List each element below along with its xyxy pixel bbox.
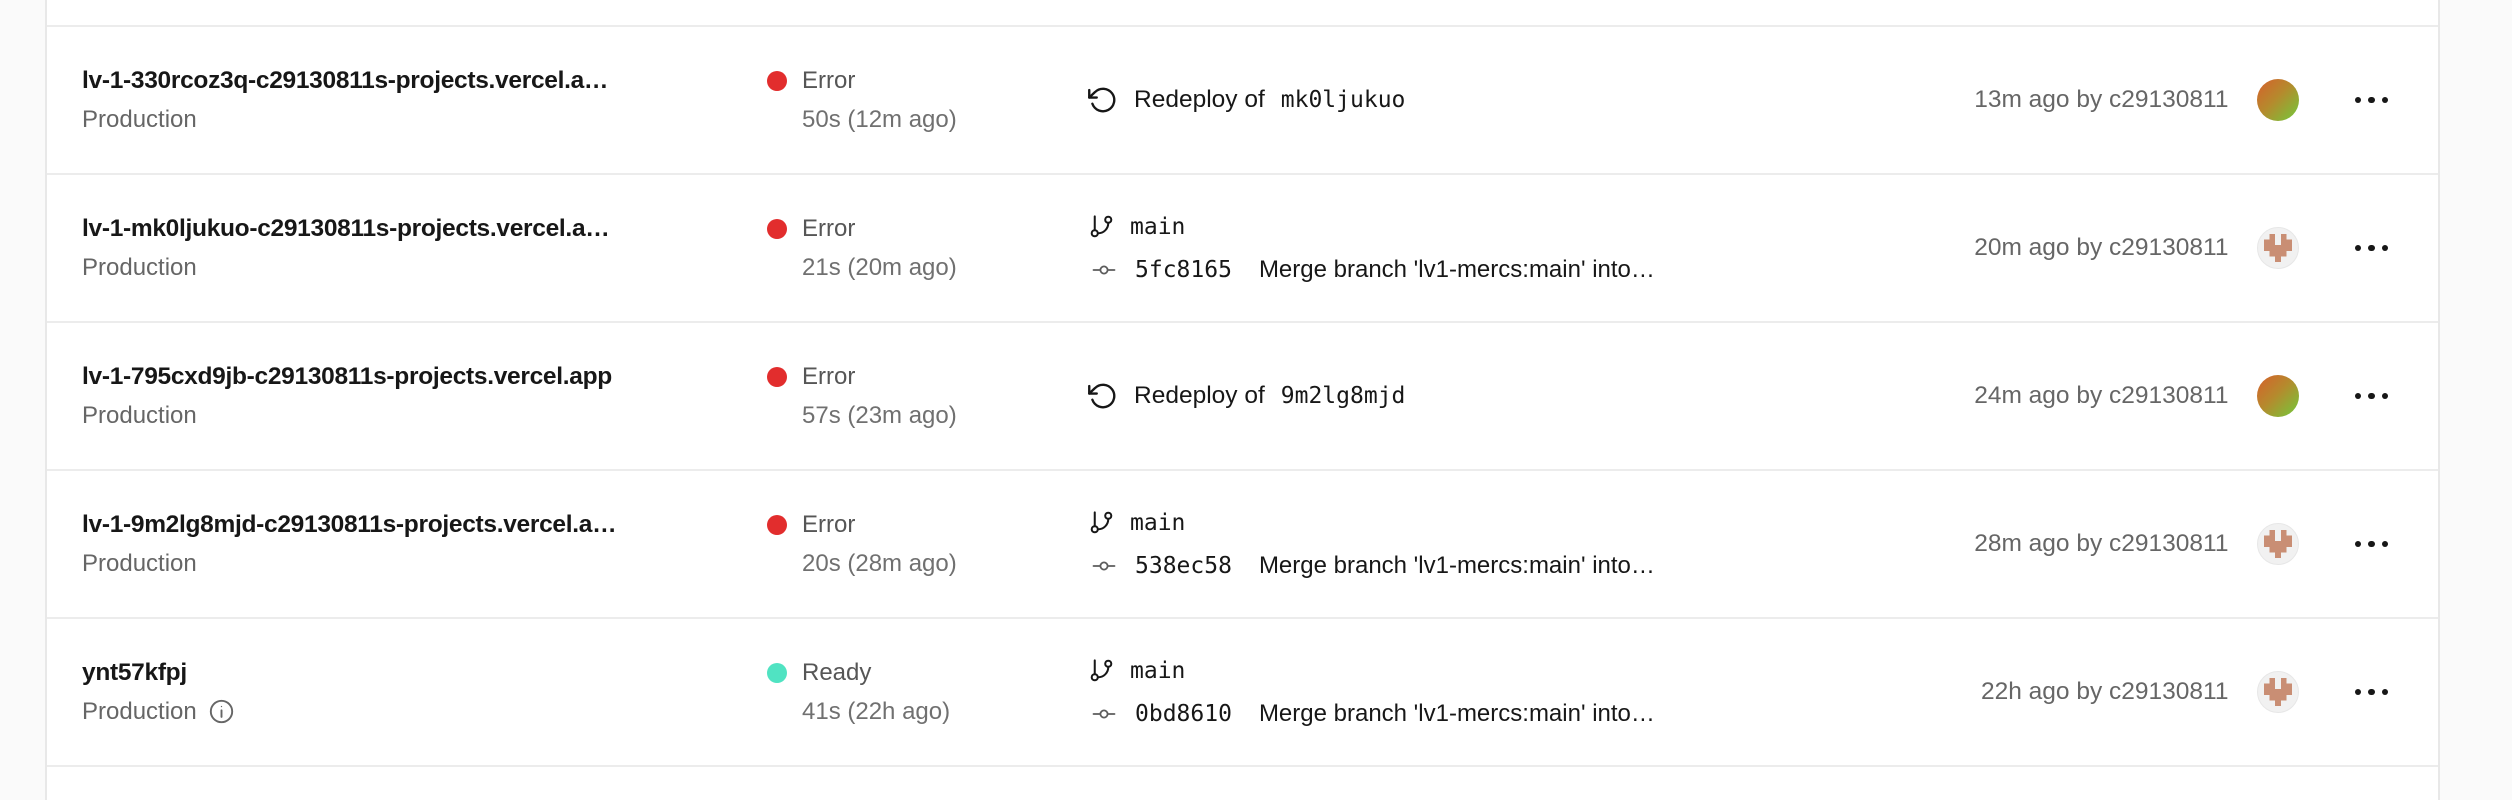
deployment-name-link[interactable]: ynt57kfpj bbox=[82, 658, 187, 686]
git-commit-icon bbox=[1088, 258, 1120, 282]
source-cell: main 538ec58 Merge branch 'lv1-mercs:mai… bbox=[1088, 506, 1974, 583]
deployment-row[interactable]: ynt57kfpj Production Ready 41s (22h ago) bbox=[47, 619, 2438, 767]
deployment-cell: lv-1-mk0ljukuo-c29130811s-projects.verce… bbox=[82, 215, 767, 282]
row-menu-button[interactable] bbox=[2353, 535, 2391, 554]
meta-cell: 20m ago by c29130811 bbox=[1974, 227, 2390, 269]
row-menu-button[interactable] bbox=[2353, 91, 2391, 110]
timestamp: 24m ago by c29130811 bbox=[1974, 382, 2229, 409]
environment-label: Production bbox=[82, 697, 197, 725]
source-cell: Redeploy of mk0ljukuo bbox=[1088, 85, 1974, 115]
status-label: Error bbox=[802, 362, 856, 390]
timestamp: 22h ago by c29130811 bbox=[1981, 678, 2229, 705]
environment-label: Production bbox=[82, 401, 197, 429]
git-branch-icon bbox=[1088, 213, 1115, 240]
timestamp: 28m ago by c29130811 bbox=[1974, 530, 2229, 557]
source-cell: main 5fc8165 Merge branch 'lv1-mercs:mai… bbox=[1088, 210, 1974, 287]
meta-cell: 28m ago by c29130811 bbox=[1974, 523, 2390, 565]
status-dot-error bbox=[767, 366, 787, 387]
status-dot-error bbox=[767, 70, 787, 91]
meta-cell: 13m ago by c29130811 bbox=[1974, 79, 2390, 121]
deployment-cell: ynt57kfpj Production bbox=[82, 659, 767, 726]
status-duration: 41s (22h ago) bbox=[802, 697, 951, 725]
commit-sha[interactable]: 5fc8165 bbox=[1135, 256, 1232, 283]
commit-message: Merge branch 'lv1-mercs:main' into… bbox=[1258, 699, 1655, 727]
meta-cell: 24m ago by c29130811 bbox=[1974, 375, 2390, 417]
timestamp: 20m ago by c29130811 bbox=[1974, 234, 2229, 261]
status-label: Error bbox=[802, 510, 856, 538]
status-label: Error bbox=[802, 214, 856, 242]
row-menu-button[interactable] bbox=[2353, 387, 2391, 406]
source-cell: main 0bd8610 Merge branch 'lv1-mercs:mai… bbox=[1088, 654, 1981, 731]
avatar bbox=[2256, 375, 2299, 417]
branch-name[interactable]: main bbox=[1130, 509, 1186, 536]
deployment-cell: lv-1-9m2lg8mjd-c29130811s-projects.verce… bbox=[82, 511, 767, 578]
avatar bbox=[2256, 227, 2299, 269]
deployment-name-link[interactable]: lv-1-795cxd9jb-c29130811s-projects.verce… bbox=[82, 362, 612, 390]
deployment-row[interactable]: lv-1-mk0ljukuo-c29130811s-projects.verce… bbox=[47, 175, 2438, 323]
status-duration: 50s (12m ago) bbox=[802, 105, 957, 133]
status-dot-error bbox=[767, 514, 787, 535]
row-partial-top bbox=[47, 0, 2438, 27]
environment-label: Production bbox=[82, 105, 197, 133]
rotate-ccw-icon bbox=[1088, 85, 1118, 115]
info-icon[interactable] bbox=[208, 698, 235, 725]
git-branch-icon bbox=[1088, 509, 1115, 536]
status-cell: Error 50s (12m ago) bbox=[767, 67, 1088, 134]
deployment-cell: lv-1-330rcoz3q-c29130811s-projects.verce… bbox=[82, 67, 767, 134]
branch-name[interactable]: main bbox=[1130, 657, 1186, 684]
status-duration: 20s (28m ago) bbox=[802, 549, 957, 577]
meta-cell: 22h ago by c29130811 bbox=[1981, 671, 2390, 713]
deployment-cell: lv-1-795cxd9jb-c29130811s-projects.verce… bbox=[82, 363, 767, 430]
redeploy-target: mk0ljukuo bbox=[1280, 87, 1406, 113]
commit-message: Merge branch 'lv1-mercs:main' into… bbox=[1258, 551, 1655, 579]
avatar bbox=[2256, 523, 2299, 565]
commit-message: Merge branch 'lv1-mercs:main' into… bbox=[1258, 255, 1655, 283]
status-cell: Error 21s (20m ago) bbox=[767, 215, 1088, 282]
row-partial-bottom bbox=[47, 767, 2438, 800]
status-duration: 57s (23m ago) bbox=[802, 401, 957, 429]
timestamp: 13m ago by c29130811 bbox=[1974, 86, 2229, 113]
status-duration: 21s (20m ago) bbox=[802, 253, 957, 281]
avatar bbox=[2256, 671, 2299, 713]
row-menu-button[interactable] bbox=[2353, 683, 2391, 702]
redeploy-prefix: Redeploy of bbox=[1134, 382, 1265, 409]
branch-name[interactable]: main bbox=[1130, 213, 1186, 240]
deployments-table: lv-1-330rcoz3q-c29130811s-projects.verce… bbox=[45, 0, 2440, 800]
source-cell: Redeploy of 9m2lg8mjd bbox=[1088, 381, 1974, 411]
status-cell: Ready 41s (22h ago) bbox=[767, 659, 1088, 726]
rotate-ccw-icon bbox=[1088, 381, 1118, 411]
deployment-row[interactable]: lv-1-330rcoz3q-c29130811s-projects.verce… bbox=[47, 27, 2438, 175]
git-commit-icon bbox=[1088, 702, 1120, 726]
redeploy-target: 9m2lg8mjd bbox=[1280, 383, 1406, 409]
row-menu-button[interactable] bbox=[2353, 239, 2391, 258]
deployment-row[interactable]: lv-1-795cxd9jb-c29130811s-projects.verce… bbox=[47, 323, 2438, 471]
commit-sha[interactable]: 538ec58 bbox=[1135, 552, 1232, 579]
status-cell: Error 57s (23m ago) bbox=[767, 363, 1088, 430]
environment-label: Production bbox=[82, 253, 197, 281]
redeploy-prefix: Redeploy of bbox=[1134, 86, 1265, 113]
status-cell: Error 20s (28m ago) bbox=[767, 511, 1088, 578]
status-label: Ready bbox=[802, 658, 872, 686]
environment-label: Production bbox=[82, 549, 197, 577]
avatar bbox=[2256, 79, 2299, 121]
deployment-row[interactable]: lv-1-9m2lg8mjd-c29130811s-projects.verce… bbox=[47, 471, 2438, 619]
status-dot-ready bbox=[767, 662, 787, 683]
deployment-name-link[interactable]: lv-1-330rcoz3q-c29130811s-projects.verce… bbox=[82, 66, 609, 94]
deployment-name-link[interactable]: lv-1-mk0ljukuo-c29130811s-projects.verce… bbox=[82, 214, 610, 242]
status-dot-error bbox=[767, 218, 787, 239]
status-label: Error bbox=[802, 66, 856, 94]
git-branch-icon bbox=[1088, 657, 1115, 684]
git-commit-icon bbox=[1088, 554, 1120, 578]
deployment-name-link[interactable]: lv-1-9m2lg8mjd-c29130811s-projects.verce… bbox=[82, 510, 617, 538]
commit-sha[interactable]: 0bd8610 bbox=[1135, 700, 1232, 727]
